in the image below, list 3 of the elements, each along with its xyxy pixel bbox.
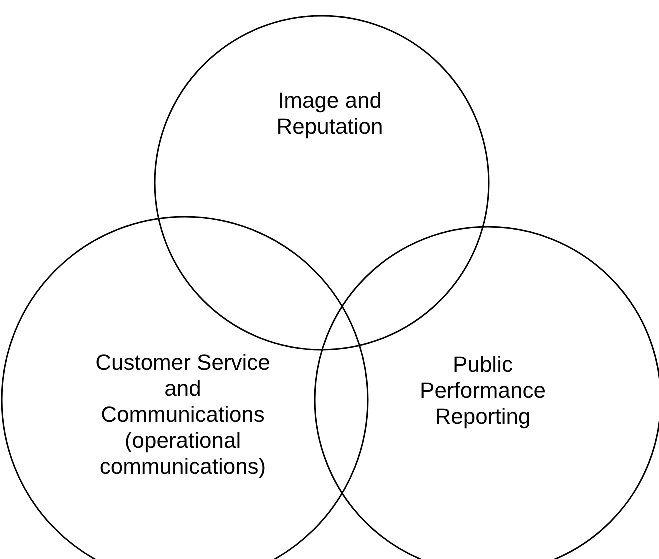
circle-label: Public Performance Reporting — [419, 352, 547, 430]
circle-label: Customer Service and Communications (operational communications) — [94, 350, 272, 480]
circle-label: Image and Reputation — [276, 88, 384, 140]
